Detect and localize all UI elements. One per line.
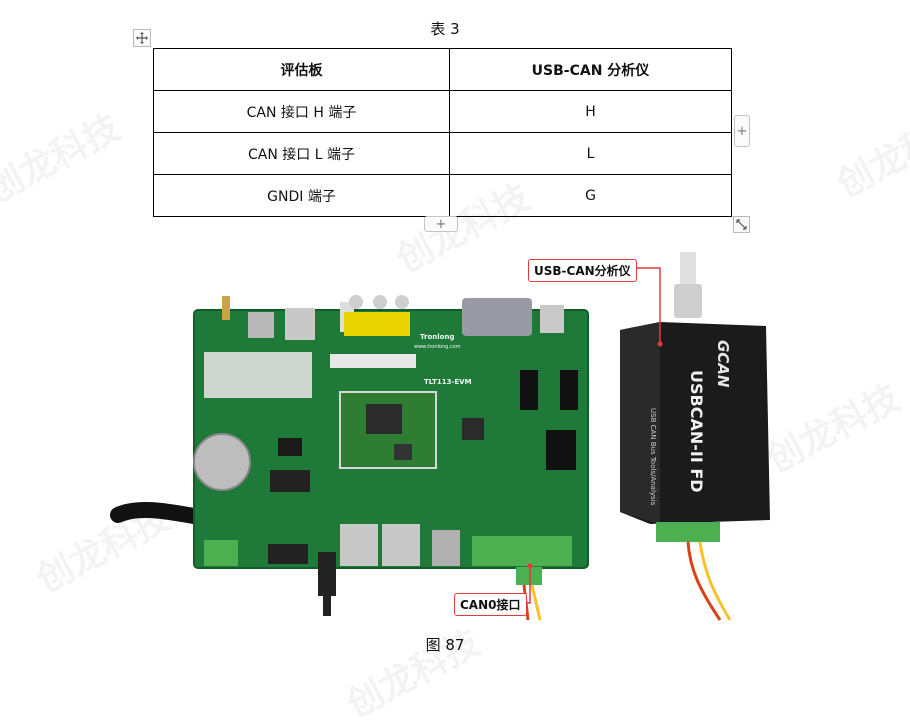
figure-caption: 图 87: [425, 636, 465, 654]
table-cell[interactable]: L: [449, 132, 732, 175]
table-row: CAN 接口 H 端子 H: [153, 90, 732, 133]
table-resize-handle[interactable]: [733, 216, 750, 233]
column-header: 评估板: [153, 48, 450, 91]
add-row-button[interactable]: +: [424, 216, 458, 232]
board-model: TLT113-EVM: [424, 378, 472, 386]
table-caption: 表 3: [430, 20, 460, 38]
column-header: USB-CAN 分析仪: [449, 48, 732, 91]
table-cell[interactable]: H: [449, 90, 732, 133]
hardware-photo: [110, 252, 770, 621]
table-move-handle[interactable]: [133, 29, 151, 47]
callout-usb-can-analyzer: USB-CAN分析仪: [528, 259, 637, 282]
board-site: www.tronlong.com: [414, 344, 461, 350]
device-model: USBCAN-II FD: [687, 370, 706, 493]
power-cable: [110, 502, 213, 526]
device-subtitle: USB CAN Bus Tools/Analysis: [649, 408, 657, 506]
connection-table: 评估板 USB-CAN 分析仪 CAN 接口 H 端子 H CAN 接口 L 端…: [153, 48, 732, 217]
add-column-button[interactable]: +: [734, 115, 750, 147]
device-brand: GCAN: [714, 340, 732, 388]
callout-can0-interface: CAN0接口: [454, 593, 527, 616]
move-icon: [136, 32, 148, 44]
table-header-row: 评估板 USB-CAN 分析仪: [153, 48, 732, 91]
board-brand: Tronlong: [420, 333, 455, 341]
table-row: GNDI 端子 G: [153, 174, 732, 217]
table-cell[interactable]: G: [449, 174, 732, 217]
table-row: CAN 接口 L 端子 L: [153, 132, 732, 175]
usb-can-analyzer: [620, 252, 770, 621]
resize-icon: [736, 219, 747, 230]
evaluation-board: [193, 295, 589, 621]
table-cell[interactable]: CAN 接口 L 端子: [153, 132, 450, 175]
